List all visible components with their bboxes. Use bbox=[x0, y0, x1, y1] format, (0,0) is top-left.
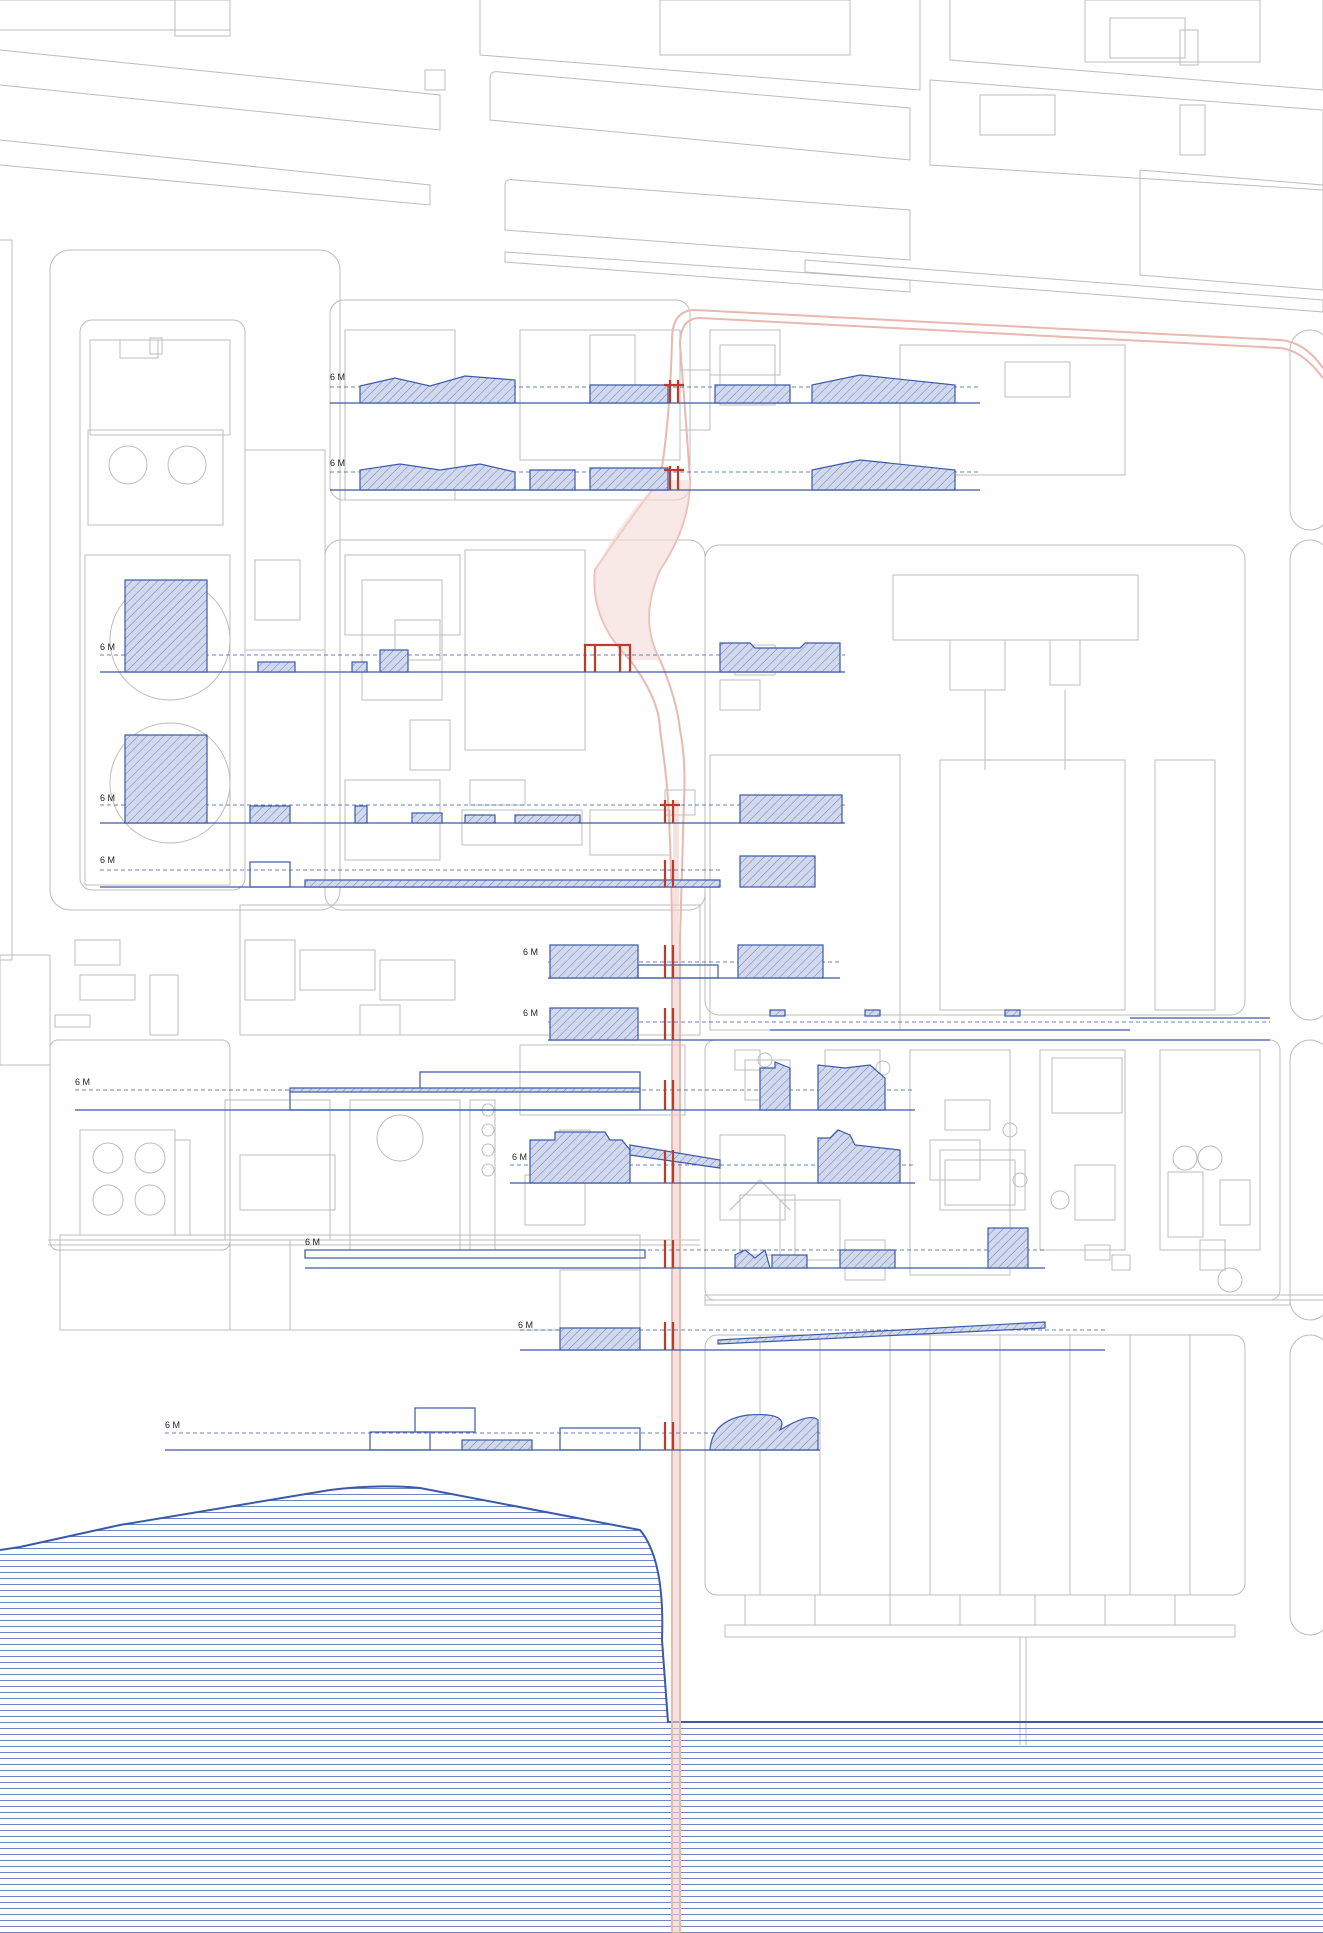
height-marker-3: 6 M bbox=[100, 642, 115, 652]
route-crossings bbox=[583, 380, 684, 1450]
height-marker-6: 6 M bbox=[523, 947, 538, 957]
height-marker-7: 6 M bbox=[523, 1008, 538, 1018]
height-marker-8: 6 M bbox=[75, 1077, 90, 1087]
height-marker-9: 6 M bbox=[512, 1152, 527, 1162]
section-strips bbox=[75, 374, 1270, 1451]
height-marker-5: 6 M bbox=[100, 855, 115, 865]
height-marker-12: 6 M bbox=[165, 1420, 180, 1430]
height-marker-10: 6 M bbox=[305, 1237, 320, 1247]
context-city-blocks bbox=[0, 0, 1323, 1745]
height-marker-2: 6 M bbox=[330, 458, 345, 468]
height-marker-4: 6 M bbox=[100, 793, 115, 803]
red-route bbox=[593, 308, 1323, 1933]
height-marker-labels: 6 M 6 M 6 M 6 M 6 M 6 M 6 M 6 M 6 M 6 M … bbox=[75, 372, 538, 1430]
water-body bbox=[0, 1485, 1323, 1933]
height-marker-11: 6 M bbox=[518, 1320, 533, 1330]
height-marker-1: 6 M bbox=[330, 372, 345, 382]
